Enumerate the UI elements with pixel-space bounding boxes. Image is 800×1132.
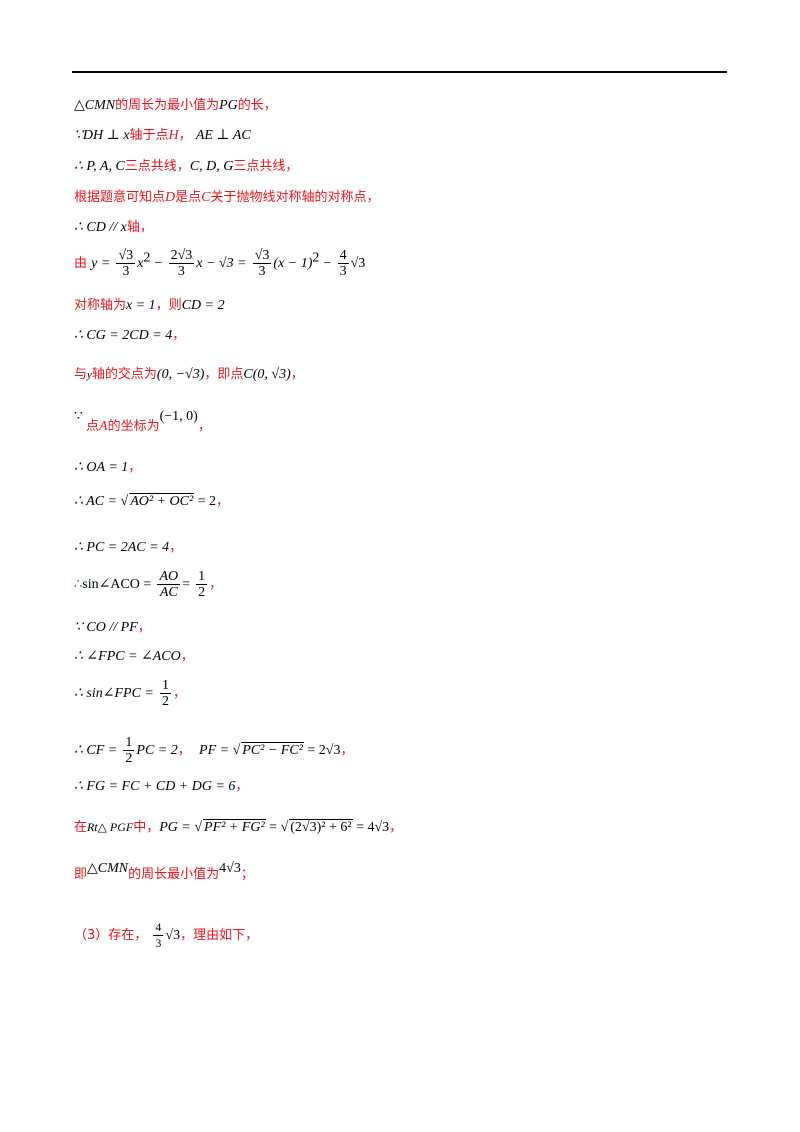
line-9: 与y轴的交点为(0, −√3)，即点C(0, √3)， bbox=[74, 367, 304, 382]
line-10b: 点A的坐标为(−1, 0)， bbox=[86, 409, 211, 434]
line-7: 对称轴为x = 1，则CD = 2 bbox=[74, 298, 225, 313]
line-5: ∴ CD // x轴， bbox=[74, 220, 153, 235]
line-8: ∴ CG = 2CD = 4， bbox=[74, 328, 186, 343]
line-11: ∴ OA = 1， bbox=[74, 460, 142, 475]
line-2: ∵DH ⊥ x轴于点H， AE ⊥ AC bbox=[74, 128, 251, 143]
line-19: ∴ FG = FC + CD + DG = 6， bbox=[74, 779, 249, 794]
line-1: △CMN的周长为最小值为PG的长， bbox=[74, 98, 277, 113]
line-3: ∴ P, A, C三点共线，C, D, G三点共线， bbox=[74, 159, 299, 174]
line-4: 根据题意可知点D是点C关于抛物线对称轴的对称点， bbox=[74, 190, 380, 205]
line-20: 在Rt△ PGF中，PG = √PF² + FG² = √(2√3)² + 6²… bbox=[74, 819, 403, 835]
line-10a: ∵ bbox=[74, 409, 83, 424]
line-15: ∵ CO // PF， bbox=[74, 620, 151, 635]
line-13: ∴ PC = 2AC = 4， bbox=[74, 540, 183, 555]
line-21: 即△CMN的周长最小值为4√3； bbox=[74, 861, 254, 882]
header-rule bbox=[72, 71, 727, 73]
line-16: ∴ ∠FPC = ∠ACO， bbox=[74, 649, 194, 664]
line-12: ∴ AC = √AO² + OC² = 2， bbox=[74, 493, 230, 509]
